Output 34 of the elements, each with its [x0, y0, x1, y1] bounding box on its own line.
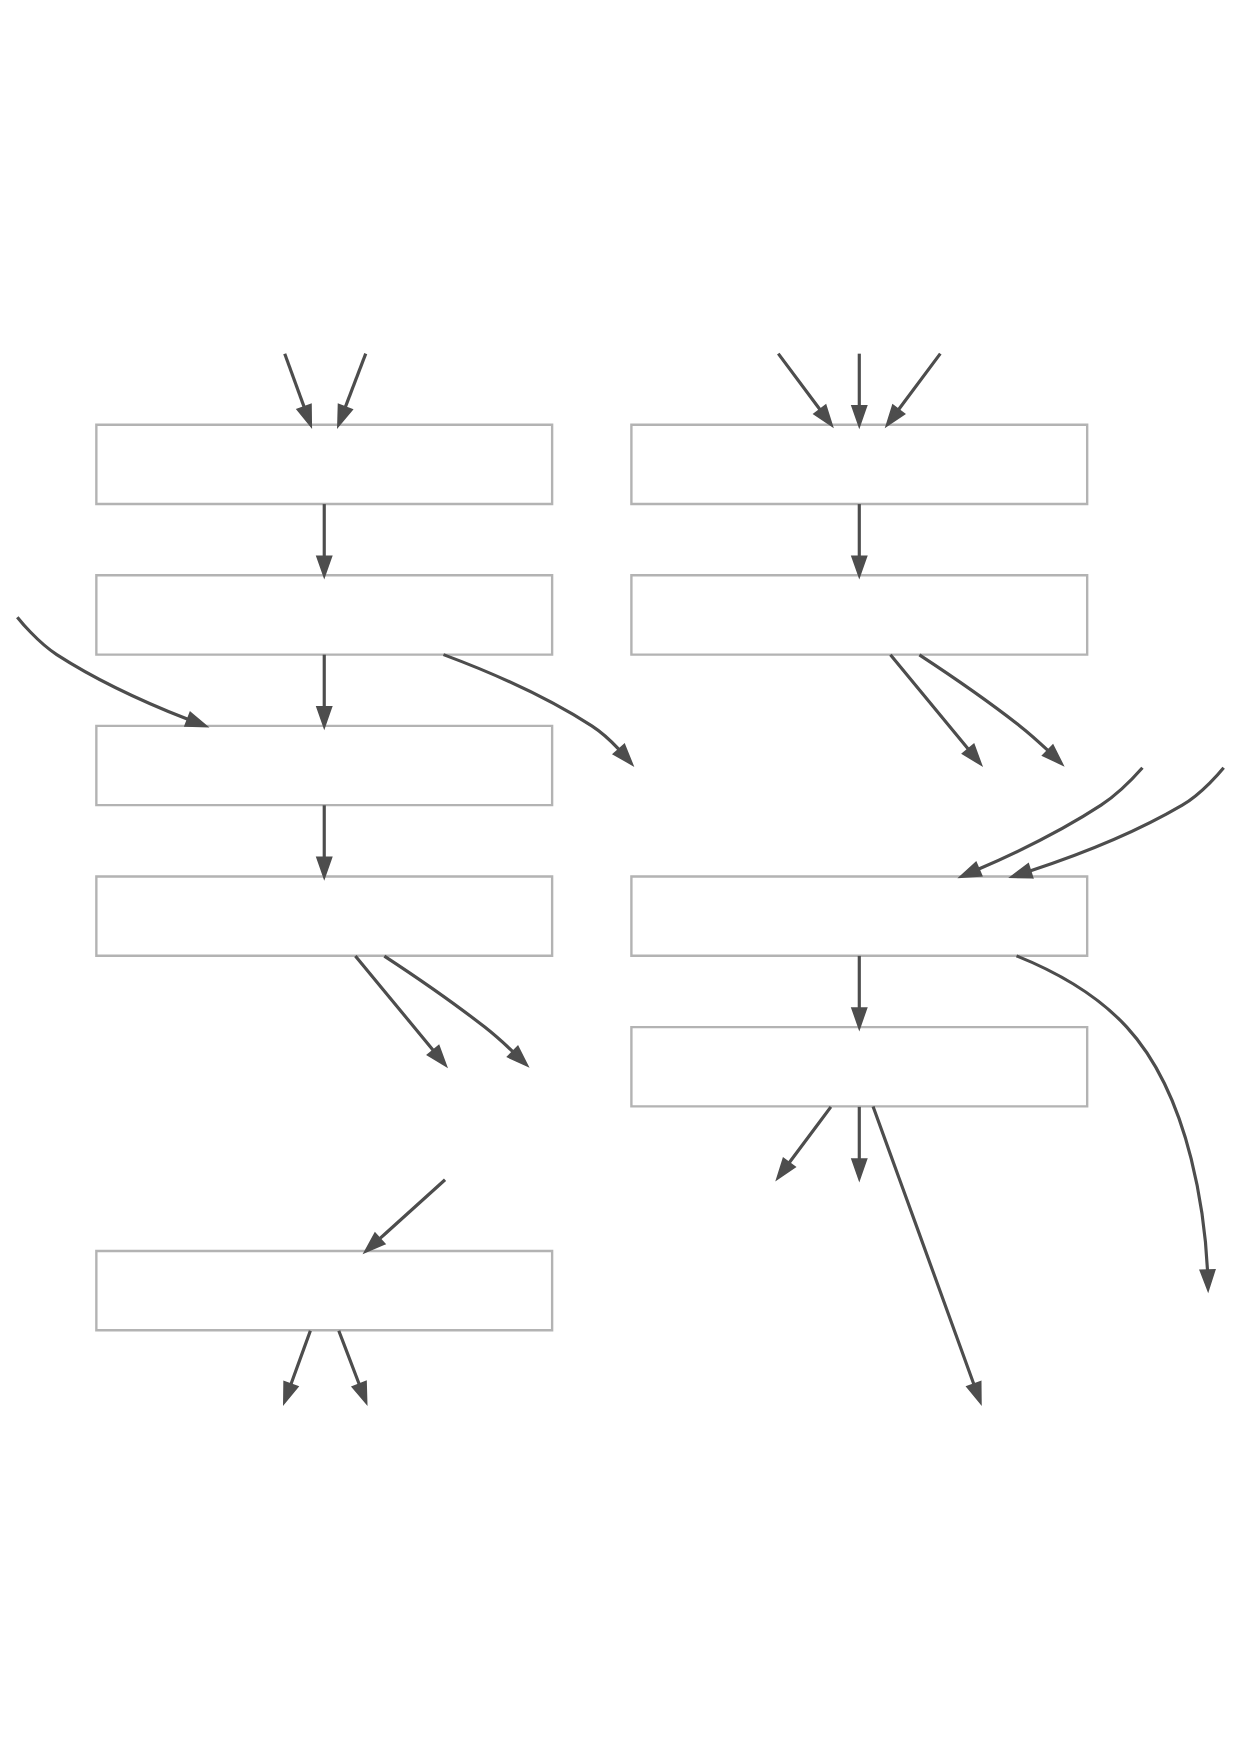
node-box	[630, 423, 1089, 505]
arrow	[871, 1105, 982, 1406]
arrow	[850, 353, 868, 429]
arrow	[362, 1178, 447, 1254]
arrow	[777, 352, 834, 428]
node-box	[95, 724, 554, 806]
arrow	[337, 1329, 368, 1406]
arrow	[884, 352, 942, 428]
arrow	[315, 804, 333, 881]
arrow	[918, 653, 1065, 767]
arrow	[283, 352, 313, 429]
arrow	[889, 653, 984, 767]
node-box	[95, 573, 554, 656]
arrow	[442, 652, 635, 767]
arrow	[383, 954, 530, 1068]
arrow	[354, 954, 449, 1068]
node-box	[630, 1025, 1089, 1108]
arrow	[775, 1105, 833, 1181]
arrow	[283, 1329, 312, 1406]
arrow	[315, 503, 333, 580]
node-box	[95, 874, 554, 957]
arrow	[1008, 766, 1225, 879]
node-box	[95, 423, 554, 505]
arrow	[850, 1106, 868, 1182]
arrow	[850, 503, 868, 580]
arrow	[957, 766, 1144, 878]
node-box	[630, 573, 1089, 656]
node-box	[95, 1249, 554, 1331]
arrow	[315, 654, 333, 730]
arrow	[850, 955, 868, 1031]
node-box	[630, 874, 1089, 957]
arrow	[1015, 953, 1216, 1293]
arrow	[337, 352, 368, 429]
arrow	[16, 615, 210, 728]
